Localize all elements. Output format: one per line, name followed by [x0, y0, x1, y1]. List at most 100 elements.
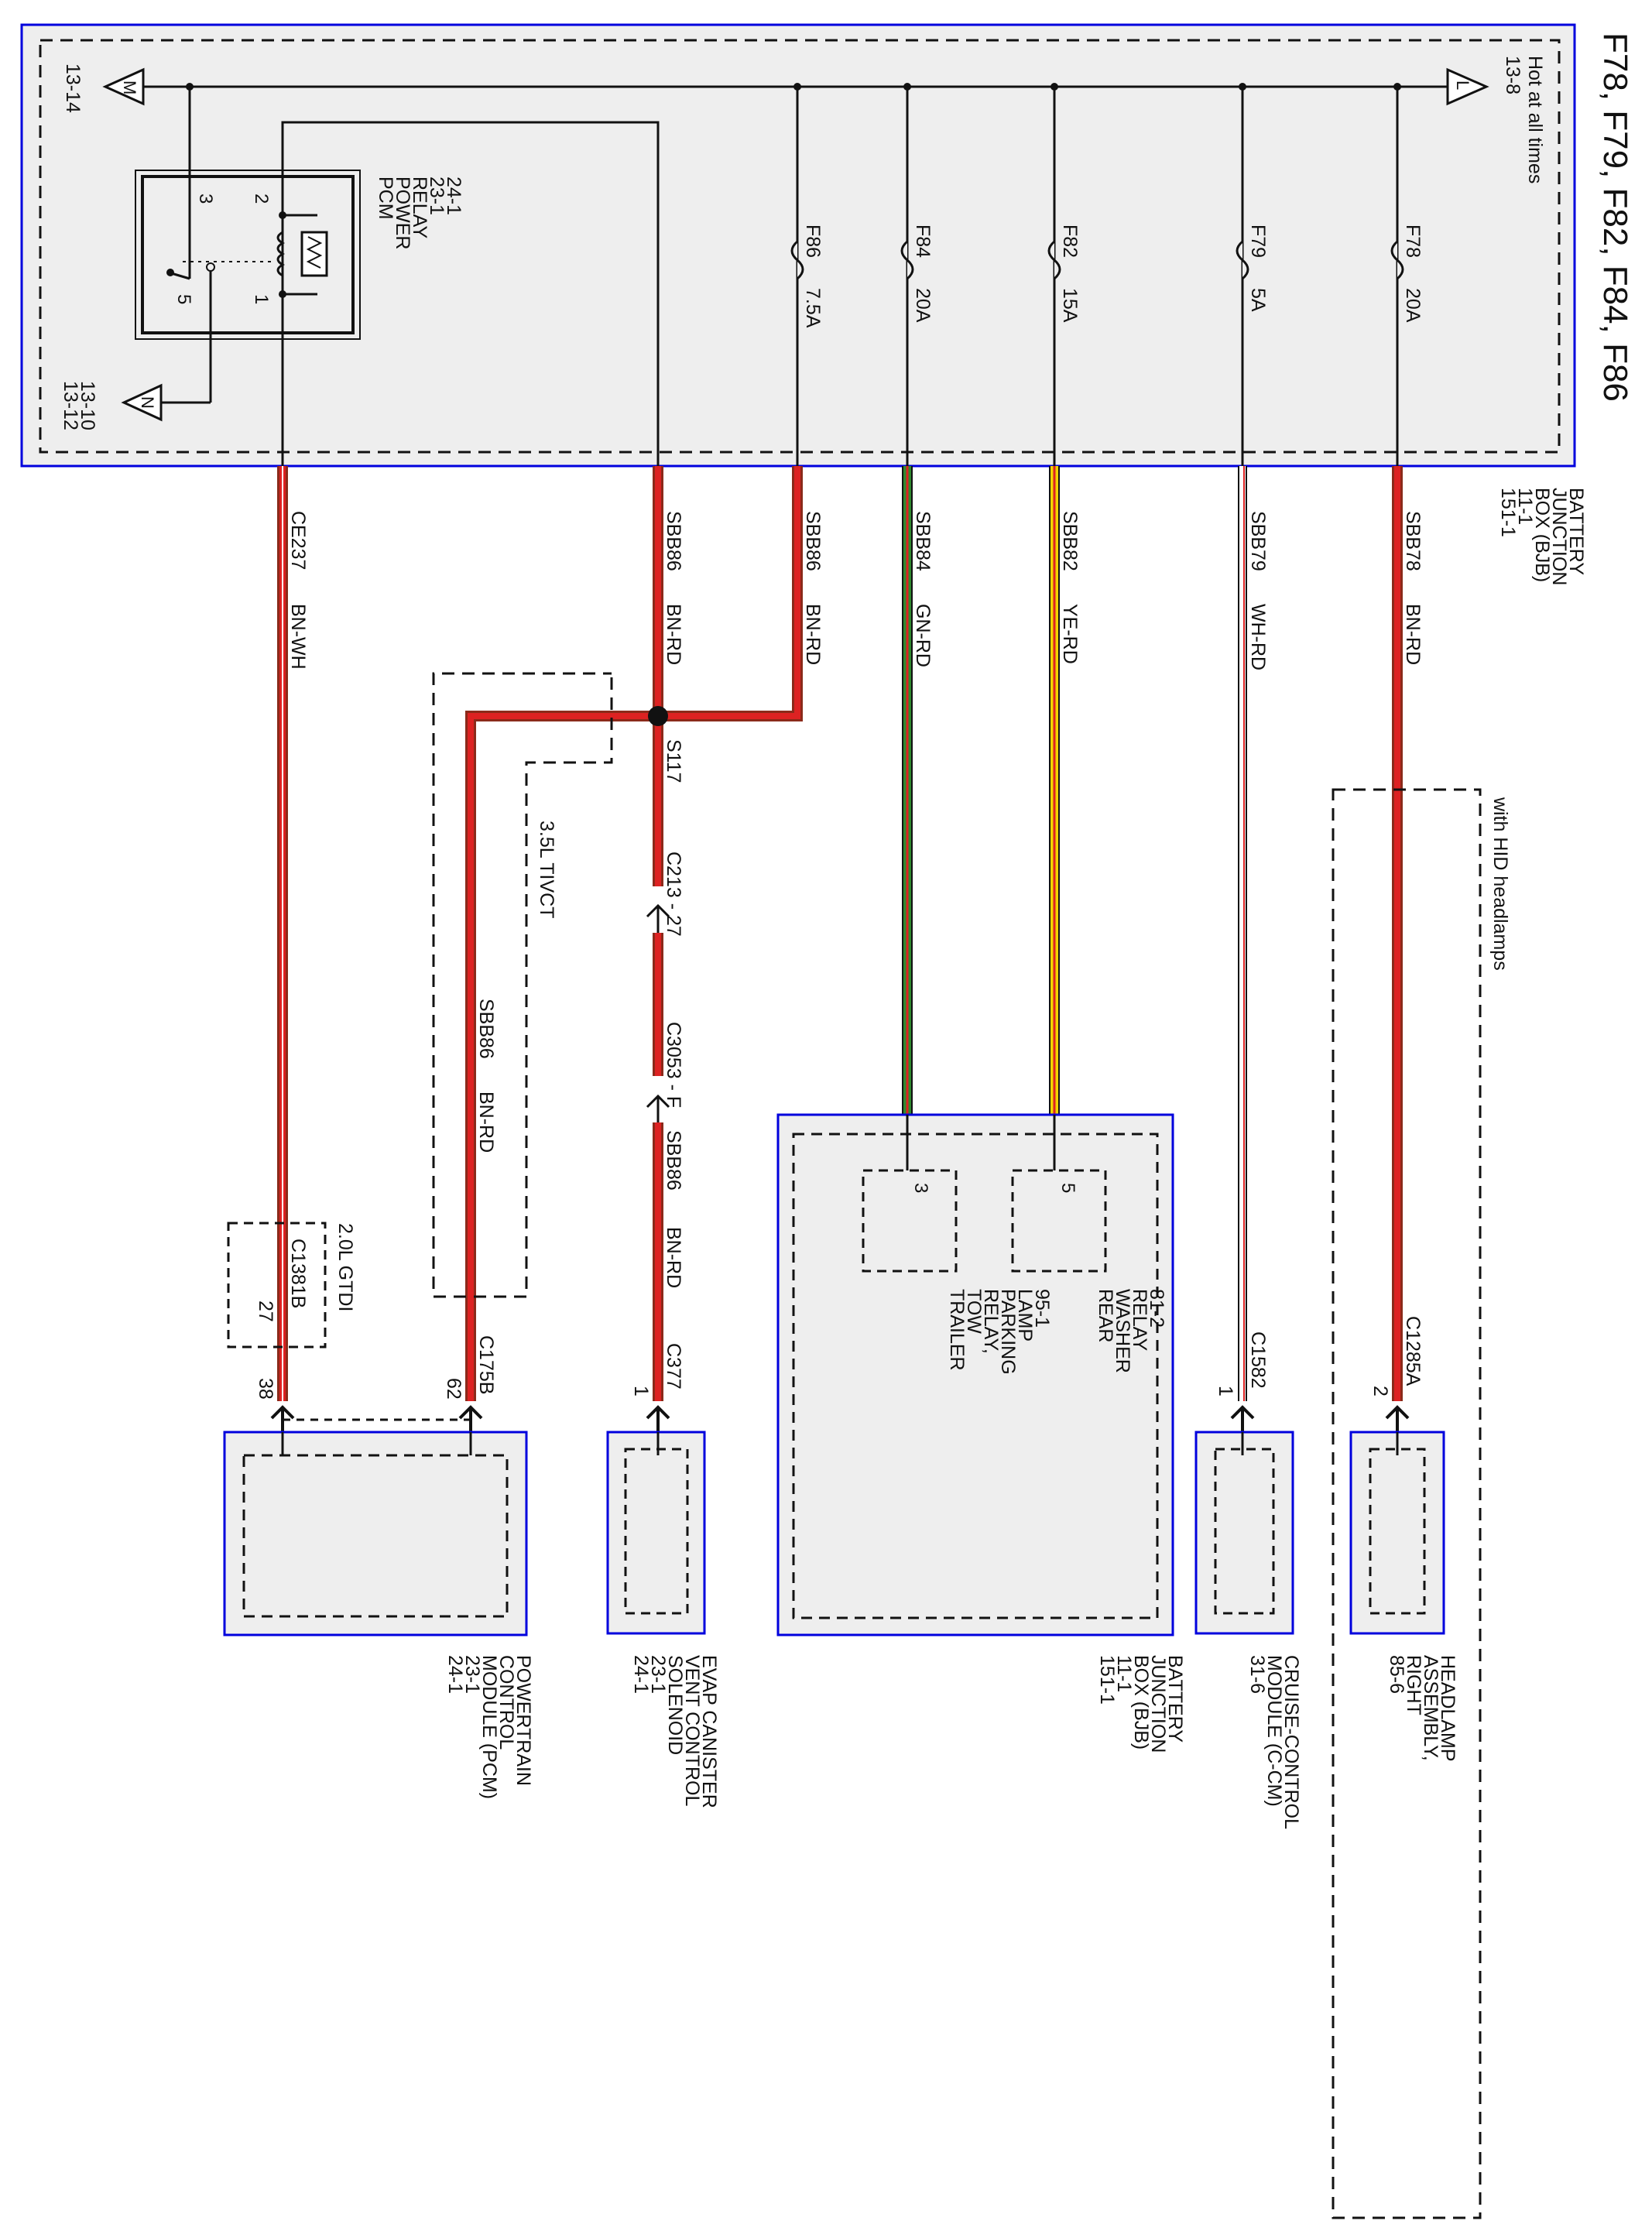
relay-name-line: 23-1: [426, 176, 447, 215]
wire-sbb84-color: GN-RD: [912, 604, 934, 667]
relay-name-line: PCM: [375, 176, 396, 220]
relay-pin-1: 1: [251, 294, 272, 304]
fuse-f86-id: F86: [802, 224, 824, 258]
evap-solenoid-name-line: VENT CONTROL: [681, 1655, 703, 1806]
fuse-f79-rating: 5A: [1247, 288, 1269, 312]
fuse-f82: [1047, 87, 1061, 466]
connector-c1285a-label: C1285A: [1402, 1316, 1424, 1386]
rear-washer-relay-line: RELAY: [1129, 1289, 1150, 1351]
bjb-lower-box: [776, 1113, 1174, 1636]
bjb-name-line: 11-1: [1514, 488, 1536, 525]
rear-washer-relay-line: 81-2: [1146, 1289, 1167, 1328]
connector-c1381b-label: C1381B: [287, 1239, 309, 1308]
relay-name-block: PCM POWER RELAY 23-1 24-1: [375, 176, 464, 249]
fuse-f86: [790, 87, 804, 466]
hot-flag-l-icon: [1446, 67, 1489, 106]
bjb-lower-name-line: 151-1: [1096, 1655, 1118, 1705]
wire-sbb86-fuse-circuit: SBB86: [802, 511, 824, 571]
option-hid-label: with HID headlamps: [1489, 797, 1511, 971]
connector-c175b-label: C175B: [475, 1335, 497, 1394]
splice-s117-dot: [648, 706, 668, 726]
hot-flag-l-letter: L: [1453, 81, 1472, 90]
splice-s117-label: S117: [663, 739, 684, 783]
fuse-f84-id: F84: [912, 224, 934, 258]
cruise-control-name-line: CRUISE-CONTROL: [1280, 1655, 1302, 1829]
evap-solenoid-name-line: SOLENOID: [664, 1655, 686, 1755]
connector-pcm-pin-38: 38: [255, 1378, 276, 1400]
wire-sbb86-evap-color: BN-RD: [663, 1227, 684, 1288]
evap-solenoid-name-line: 24-1: [630, 1655, 652, 1694]
inline-connector-c3053: [646, 1076, 670, 1122]
rear-washer-relay-name: REAR WASHER RELAY 81-2: [1095, 1289, 1167, 1373]
rear-washer-relay-line: REAR: [1095, 1289, 1116, 1342]
wire-sbb86-pcm-color: BN-RD: [475, 1092, 497, 1153]
pcm-name-line: CONTROL: [495, 1655, 517, 1750]
headlamp-name-line: 85-6: [1386, 1655, 1407, 1694]
bjb-inner-dashed-box: [39, 39, 1561, 454]
wire-sbb86-pcm: [465, 711, 658, 1401]
cruise-control-module-box: [1194, 1431, 1294, 1635]
headlamp-name-line: ASSEMBLY,: [1420, 1655, 1441, 1761]
wire-sbb86-pcm-circuit: SBB86: [475, 999, 497, 1059]
wire-sbb78-color: BN-RD: [1402, 604, 1424, 665]
bjb-lower-name-line: 11-1: [1113, 1655, 1135, 1692]
trailer-tow-relay-line: RELAY,: [980, 1289, 1002, 1354]
relay-name-line: 24-1: [443, 176, 464, 215]
connector-c1582-label: C1582: [1247, 1331, 1269, 1389]
bjb-lower-name-block: BATTERY JUNCTION BOX (BJB) 11-1 151-1: [1096, 1655, 1186, 1753]
evap-solenoid-name-block: EVAP CANISTER VENT CONTROL SOLENOID 23-1…: [630, 1655, 720, 1808]
ground-flag-n-letter: N: [138, 396, 157, 409]
wire-sbb79: [1238, 466, 1247, 1401]
pcm-name-line: MODULE (PCM): [478, 1655, 500, 1799]
fuse-f79: [1236, 87, 1249, 466]
wire-sbb84-circuit: SBB84: [912, 511, 934, 571]
relay-feed-wire: [281, 121, 660, 466]
relay-name-line: POWER: [392, 176, 413, 249]
fuse-f78-id: F78: [1402, 224, 1424, 258]
bjb-lower-name-line: JUNCTION: [1147, 1655, 1169, 1753]
headlamp-name-line: HEADLAMP: [1437, 1655, 1458, 1762]
wire-sbb86-fuse-color: BN-RD: [802, 604, 824, 665]
option-tivct-label: 3.5L TIVCT: [536, 821, 557, 918]
evap-solenoid-name-line: EVAP CANISTER: [698, 1655, 720, 1808]
bjb-name-block: BATTERY JUNCTION BOX (BJB) 11-1 151-1: [1497, 488, 1587, 585]
wire-sbb82-circuit: SBB82: [1059, 511, 1081, 571]
connector-c377-pin: 1: [630, 1386, 652, 1397]
relay-pin-3: 3: [195, 194, 216, 204]
wire-sbb86-relay-circuit: SBB86: [663, 511, 684, 571]
relay-pin-5: 5: [173, 294, 194, 304]
trailer-tow-relay-line: 95-1: [1031, 1289, 1053, 1328]
wire-sbb78-circuit: SBB78: [1402, 511, 1424, 571]
option-gtdi-label: 2.0L GTDI: [334, 1223, 356, 1311]
pcm-name-line: 23-1: [461, 1655, 483, 1694]
wire-sbb86-evap-circuit: SBB86: [663, 1130, 684, 1191]
connector-c175b-pin: 62: [443, 1378, 464, 1400]
trailer-tow-relay-line: PARKING: [997, 1289, 1019, 1375]
fuse-f78-rating: 20A: [1402, 288, 1424, 323]
connector-c377-label: C377: [663, 1343, 684, 1390]
ground-ref-bottom-1: 13-10: [77, 381, 98, 430]
wire-sbb86-fuse: [658, 466, 803, 721]
fuse-f84-rating: 20A: [912, 288, 934, 323]
fuse-f82-rating: 15A: [1059, 288, 1081, 323]
trailer-tow-relay-line: TRAILER: [946, 1289, 968, 1371]
pcm-module-box: [223, 1431, 528, 1636]
pcm-power-relay: [135, 87, 361, 404]
pcm-name-line: 24-1: [444, 1655, 466, 1694]
ground-flag-m-letter: M: [120, 81, 139, 94]
bjb-lower-name-line: BATTERY: [1164, 1655, 1186, 1743]
fuse-f86-rating: 7.5A: [802, 288, 824, 328]
ground-ref-bottom-2: 13-12: [60, 381, 81, 430]
connector-c1285a-arrow: [1385, 1405, 1410, 1432]
wire-sbb86-relay-color: BN-RD: [663, 604, 684, 665]
fuse-f79-id: F79: [1247, 224, 1269, 258]
trailer-tow-relay-line: LAMP: [1014, 1289, 1036, 1342]
connector-c377-arrow: [646, 1405, 670, 1432]
wire-sbb82-color: YE-RD: [1059, 604, 1081, 664]
bjb-name-line: JUNCTION: [1548, 488, 1570, 585]
wire-ce237-circuit: CE237: [287, 511, 309, 570]
rear-washer-relay-pin: 5: [1057, 1183, 1078, 1193]
ground-flag-m-icon: [102, 67, 145, 106]
wire-ce237-color: BN-WH: [287, 604, 309, 670]
headlamp-name-block: HEADLAMP ASSEMBLY, RIGHT 85-6: [1386, 1655, 1458, 1762]
